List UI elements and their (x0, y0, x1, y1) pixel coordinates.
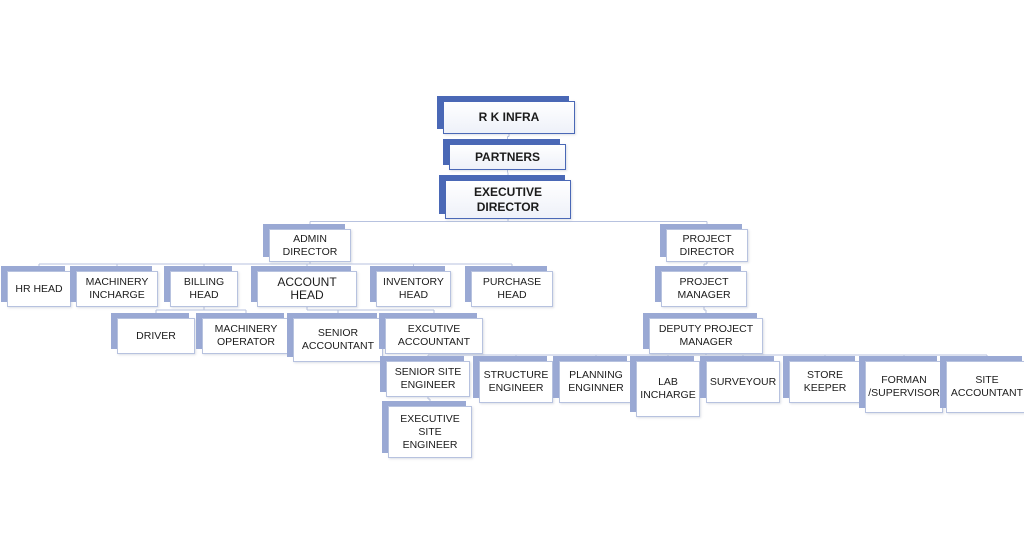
node-label: STORE KEEPER (789, 361, 861, 403)
org-node-structure-engineer: STRUCTURE ENGINEER (473, 356, 553, 403)
node-label: DEPUTY PROJECT MANAGER (649, 318, 763, 354)
org-node-site-accountant: SITE ACCOUNTANT (940, 356, 1024, 413)
node-label: PROJECT DIRECTOR (666, 229, 748, 262)
node-label: BILLING HEAD (170, 271, 238, 307)
node-label: DRIVER (117, 318, 195, 354)
node-label: R K INFRA (443, 101, 575, 134)
org-node-partners: PARTNERS (443, 139, 566, 170)
node-label: SURVEYOUR (706, 361, 780, 403)
org-node-project-manager: PROJECT MANAGER (655, 266, 747, 307)
org-node-lab-incharge: LAB INCHARGE (630, 356, 700, 417)
node-label: PURCHASE HEAD (471, 271, 553, 307)
node-label: MACHINERY INCHARGE (76, 271, 158, 307)
org-node-store-keeper: STORE KEEPER (783, 356, 861, 403)
node-label: SENIOR SITE ENGINEER (386, 361, 470, 397)
node-label: EXECUTIVE DIRECTOR (445, 180, 571, 219)
org-node-machinery-operator: MACHINERY OPERATOR (196, 313, 290, 354)
node-label: PARTNERS (449, 144, 566, 170)
org-node-rk-infra: R K INFRA (437, 96, 575, 134)
node-label: INVENTORY HEAD (376, 271, 451, 307)
org-node-exec-site-engineer: EXECUTIVE SITE ENGINEER (382, 401, 472, 458)
node-label: SITE ACCOUNTANT (946, 361, 1024, 413)
org-node-inventory-head: INVENTORY HEAD (370, 266, 451, 307)
org-node-account-head: ACCOUNT HEAD (251, 266, 357, 307)
node-label: MACHINERY OPERATOR (202, 318, 290, 354)
org-node-purchase-head: PURCHASE HEAD (465, 266, 553, 307)
node-label: EXECUTIVE SITE ENGINEER (388, 406, 472, 458)
org-node-senior-accountant: SENIOR ACCOUNTANT (287, 313, 383, 362)
org-node-planning-enginner: PLANNING ENGINNER (553, 356, 633, 403)
node-label: HR HEAD (7, 271, 71, 307)
org-node-forman-supervisor: FORMAN /SUPERVISOR (859, 356, 943, 413)
node-label: STRUCTURE ENGINEER (479, 361, 553, 403)
node-label: EXCUTIVE ACCOUNTANT (385, 318, 483, 354)
org-node-machinery-incharge: MACHINERY INCHARGE (70, 266, 158, 307)
org-node-excutive-accountant: EXCUTIVE ACCOUNTANT (379, 313, 483, 354)
node-label: LAB INCHARGE (636, 361, 700, 417)
org-node-exec-director: EXECUTIVE DIRECTOR (439, 175, 571, 219)
org-node-deputy-pm: DEPUTY PROJECT MANAGER (643, 313, 763, 354)
org-node-project-director: PROJECT DIRECTOR (660, 224, 748, 262)
node-label: ADMIN DIRECTOR (269, 229, 351, 262)
node-label: PLANNING ENGINNER (559, 361, 633, 403)
node-label: FORMAN /SUPERVISOR (865, 361, 943, 413)
node-label: PROJECT MANAGER (661, 271, 747, 307)
org-node-surveyour: SURVEYOUR (700, 356, 780, 403)
org-node-senior-site-engineer: SENIOR SITE ENGINEER (380, 356, 470, 397)
node-label: SENIOR ACCOUNTANT (293, 318, 383, 362)
org-node-driver: DRIVER (111, 313, 195, 354)
node-label: ACCOUNT HEAD (257, 271, 357, 307)
org-node-admin-director: ADMIN DIRECTOR (263, 224, 351, 262)
org-node-billing-head: BILLING HEAD (164, 266, 238, 307)
org-node-hr-head: HR HEAD (1, 266, 71, 307)
